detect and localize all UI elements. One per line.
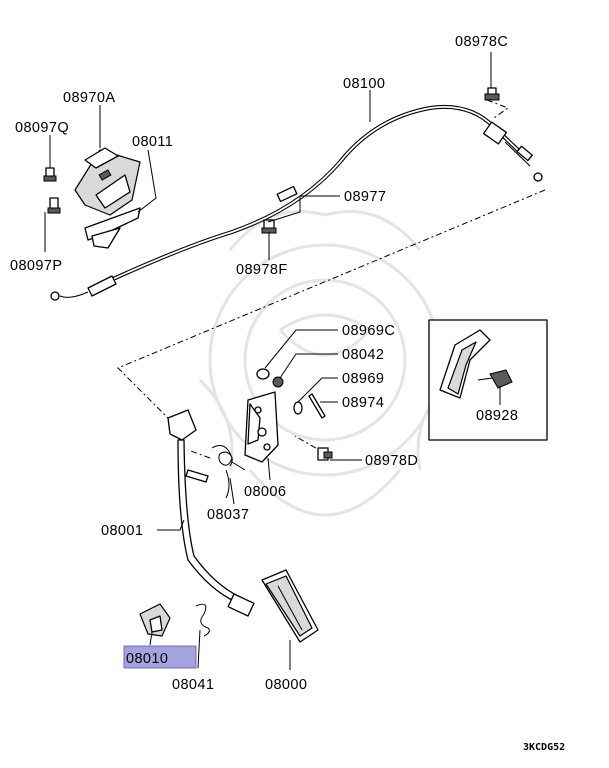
inset-box xyxy=(428,319,548,441)
label-08969C[interactable]: 08969C xyxy=(342,323,395,339)
label-08006[interactable]: 08006 xyxy=(244,484,286,500)
part-labels: 08978C 08100 08970A 08097Q 08011 08977 0… xyxy=(10,34,565,753)
label-08097P[interactable]: 08097P xyxy=(10,258,62,274)
label-08037[interactable]: 08037 xyxy=(207,507,249,523)
upper-bracket xyxy=(74,147,141,249)
stopper-and-spring xyxy=(139,603,210,637)
label-08969[interactable]: 08969 xyxy=(342,371,384,387)
pedal-arm xyxy=(167,409,255,617)
label-08041[interactable]: 08041 xyxy=(172,677,214,693)
label-08977[interactable]: 08977 xyxy=(344,189,386,205)
label-08097Q[interactable]: 08097Q xyxy=(15,120,69,136)
part-highlight xyxy=(123,645,197,669)
pedal-pad xyxy=(261,569,319,643)
bolts xyxy=(43,87,500,461)
small-parts xyxy=(256,368,326,419)
label-08100[interactable]: 08100 xyxy=(343,76,385,92)
label-08974[interactable]: 08974 xyxy=(342,395,384,411)
label-08978C[interactable]: 08978C xyxy=(455,34,508,50)
label-08011[interactable]: 08011 xyxy=(132,134,173,150)
watermark-emblem xyxy=(198,210,452,517)
label-08001[interactable]: 08001 xyxy=(101,523,143,539)
label-08928[interactable]: 08928 xyxy=(476,408,518,424)
pedal-bracket xyxy=(244,391,279,463)
label-08000[interactable]: 08000 xyxy=(265,677,307,693)
return-spring xyxy=(211,445,246,499)
label-08970A[interactable]: 08970A xyxy=(63,90,115,106)
leader-lines xyxy=(44,52,501,670)
cable-assembly xyxy=(50,104,543,301)
guide-lines xyxy=(117,99,546,459)
label-08978D[interactable]: 08978D xyxy=(365,453,418,469)
label-08010[interactable]: 08010 xyxy=(126,651,168,667)
label-08978F[interactable]: 08978F xyxy=(236,262,288,278)
diagram-code: 3KCDG52 xyxy=(523,742,565,753)
label-08042[interactable]: 08042 xyxy=(342,347,384,363)
